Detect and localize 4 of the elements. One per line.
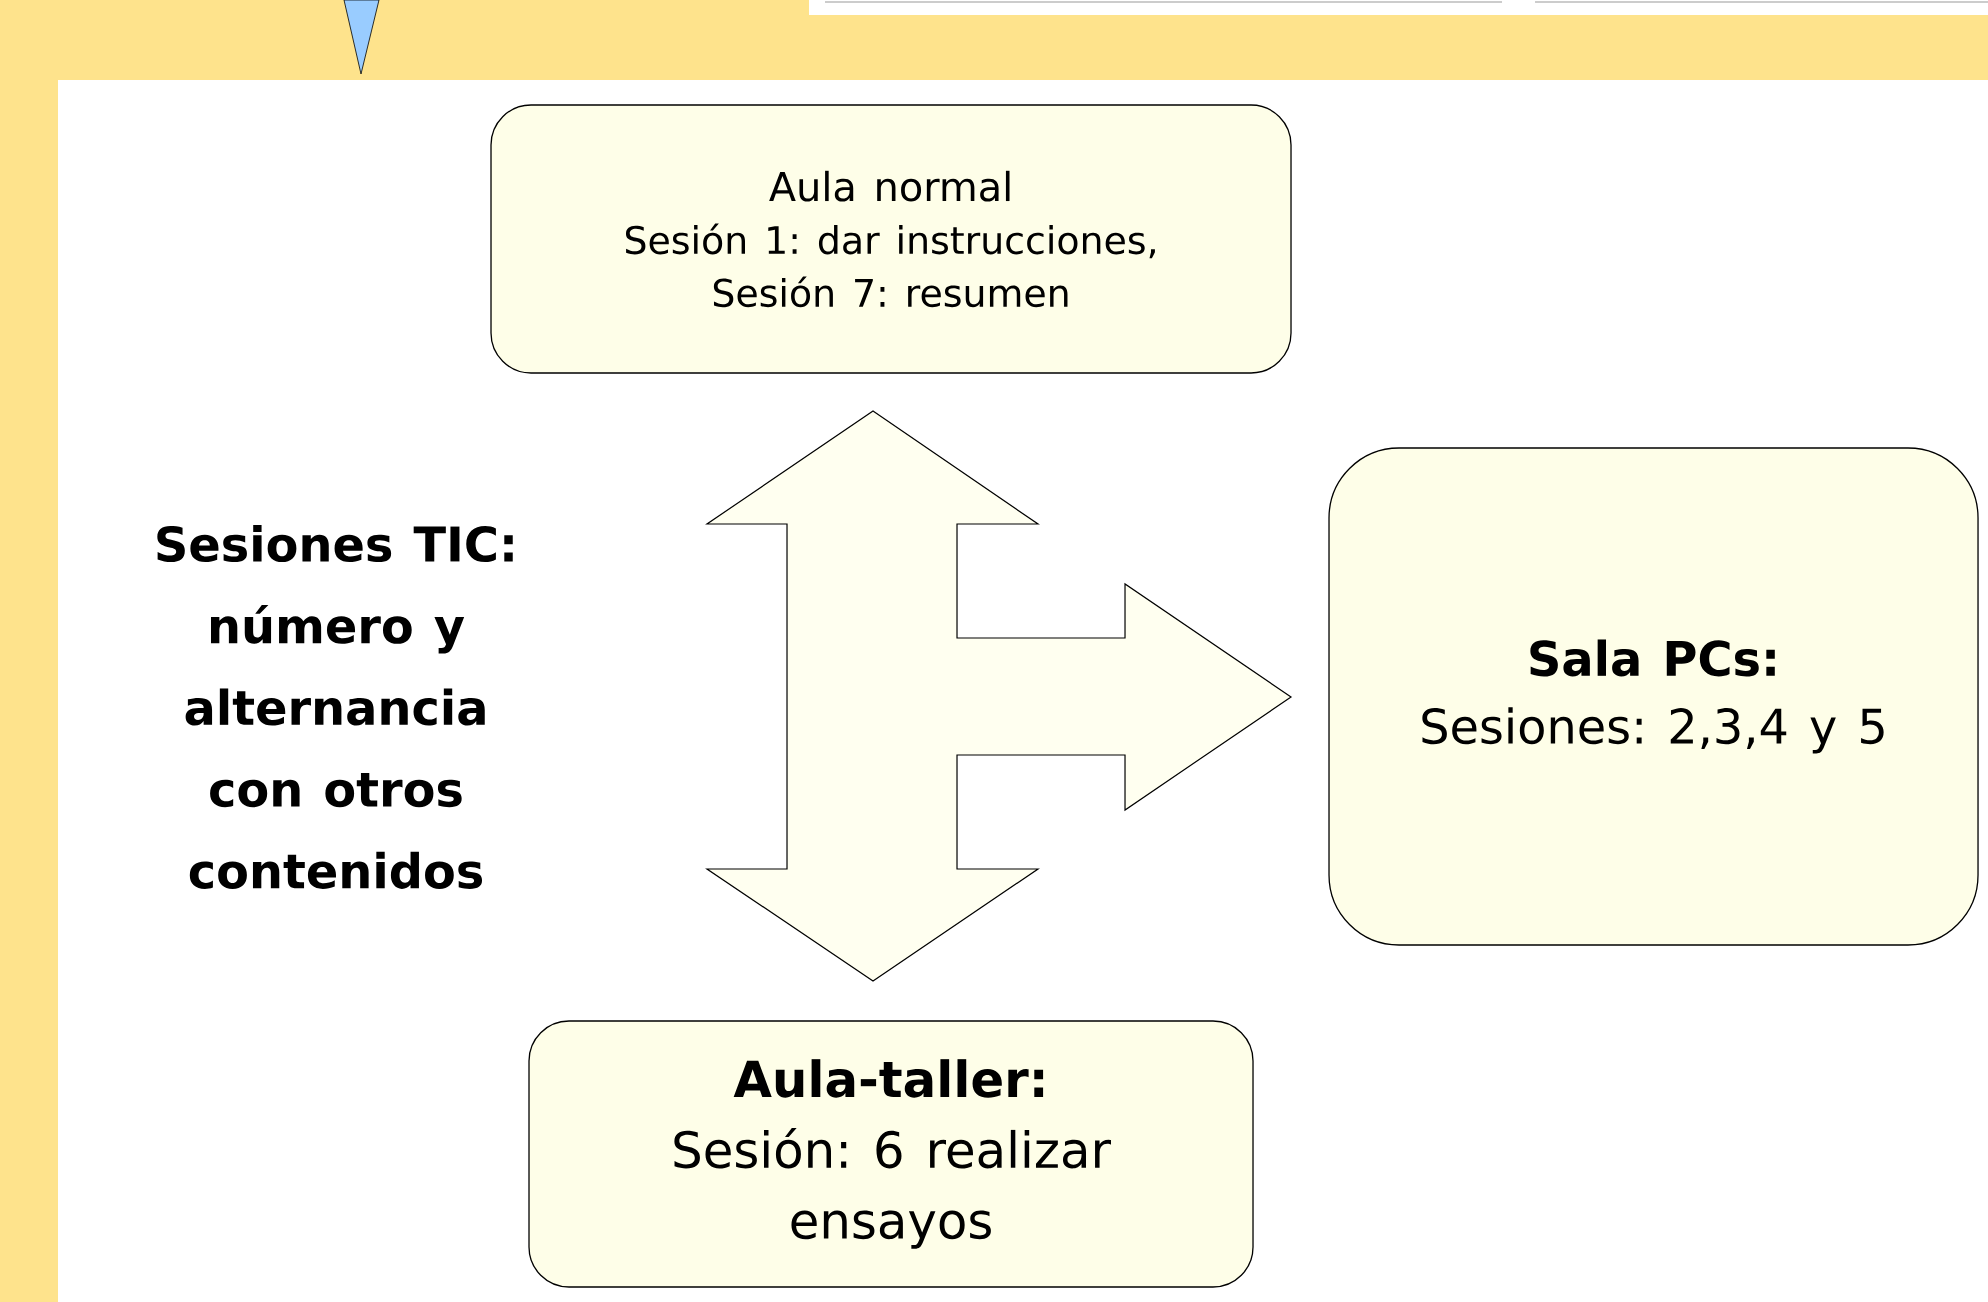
rounded-box: Aula-taller: Sesión: 6 realizar ensayos	[528, 1020, 1254, 1288]
rounded-box: Aula normal Sesión 1: dar instrucciones, Sesión 7: resumen	[490, 104, 1292, 374]
rounded-box: Sala PCs: Sesiones: 2,3,4 y 5	[1328, 447, 1979, 946]
heading-text: Sesiones TIC: número y alternancia con otros contenidos	[157, 525, 513, 889]
